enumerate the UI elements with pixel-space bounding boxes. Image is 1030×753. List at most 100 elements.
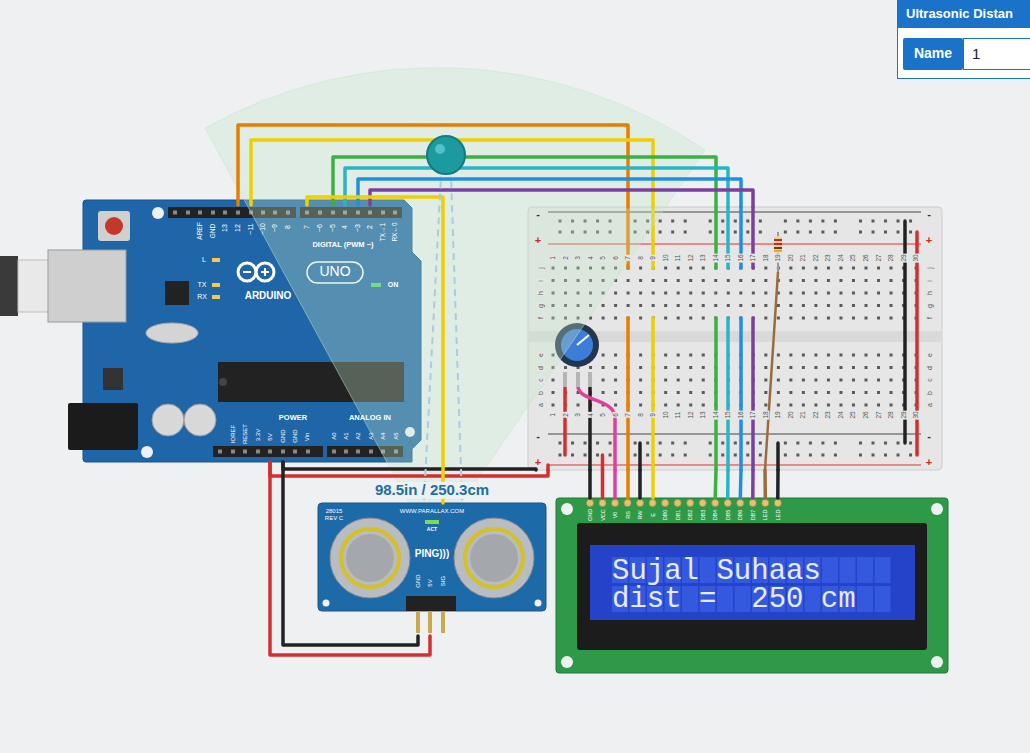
breadboard-label: 17 — [750, 410, 757, 419]
lcd-label: DB7 — [750, 510, 756, 521]
breadboard-label: + — [535, 456, 541, 468]
ultrasonic-sensor: 28015 REV CWWW.PARALLAX.COMACTPING)))GND… — [318, 503, 546, 636]
jumper-wire — [578, 386, 615, 470]
board-label: 8 — [284, 225, 292, 229]
lcd-label: V0 — [612, 512, 618, 519]
jumper-wire — [713, 470, 717, 498]
lcd-label: LED — [775, 510, 781, 521]
jumper-wire — [270, 462, 548, 476]
jumper-wire — [915, 232, 919, 455]
breadboard-label: - — [927, 208, 931, 220]
breadboard-label: 23 — [825, 410, 832, 419]
breadboard-label: 11 — [675, 411, 682, 420]
breadboard-holes — [552, 220, 918, 457]
logo-signs — [243, 268, 269, 276]
jumper-wire — [726, 470, 730, 498]
board-label: ~11 — [247, 223, 255, 234]
breadboard-label: g — [537, 303, 545, 309]
transducer — [454, 518, 534, 598]
lcd-label: DB5 — [725, 510, 731, 521]
jumper-wire — [601, 455, 605, 470]
board-label: ~3 — [354, 224, 362, 232]
breadboard-label: 25 — [850, 410, 857, 419]
breadboard-label: 4 — [587, 255, 594, 261]
jumper-wire — [333, 157, 716, 207]
breadboard-label: a — [537, 402, 545, 408]
mount-hole — [152, 207, 164, 219]
sensor-label: 5V — [427, 579, 434, 586]
breadboard-label: h — [537, 290, 545, 296]
breadboard-label: 14 — [712, 253, 719, 262]
resistor-band — [774, 247, 782, 249]
breadboard: -+-+-+-+12345678910111213141516171819202… — [528, 207, 942, 470]
panel-text: Name — [914, 46, 952, 61]
breadboard-label: 1 — [549, 412, 556, 418]
breadboard-label: 19 — [775, 253, 782, 262]
target-object — [427, 136, 465, 174]
board-label: RX — [197, 293, 207, 301]
jumper-wire — [739, 470, 743, 498]
breadboard-label: 26 — [862, 253, 869, 262]
breadboard-label: a — [926, 402, 934, 408]
sensor-label: SIG — [440, 576, 447, 586]
breadboard-label: 22 — [812, 410, 819, 419]
sensor-pin — [428, 611, 432, 633]
reset-button — [105, 217, 123, 235]
board-label: A2 — [355, 432, 362, 439]
transducer — [330, 518, 410, 598]
crystal — [146, 323, 198, 343]
breadboard-label: 17 — [750, 253, 757, 262]
board-label: ON — [388, 281, 399, 289]
lcd-pcb — [556, 498, 948, 673]
jumper-wire — [601, 470, 605, 498]
breadboard-label: - — [536, 430, 540, 442]
breadboard-label: 8 — [637, 255, 644, 261]
sensor-pcb — [318, 503, 546, 611]
breadboard-label: i — [537, 279, 545, 283]
breadboard-label: - — [536, 208, 540, 220]
jumper-wire — [763, 470, 767, 498]
power-jack — [68, 403, 138, 450]
lcd-label: DB1 — [675, 510, 681, 521]
lcd-label: DB3 — [700, 510, 706, 521]
breadboard-label: 24 — [837, 410, 844, 419]
capacitor — [184, 404, 216, 436]
breadboard-label: 2 — [562, 255, 569, 261]
breadboard-label: 23 — [825, 253, 832, 262]
pot-pin — [563, 372, 567, 387]
lcd-label: LED — [762, 510, 768, 521]
echo-line — [424, 176, 441, 500]
breadboard-label: 11 — [675, 254, 682, 263]
sensor-field — [205, 68, 705, 545]
board-label: 7 — [303, 225, 311, 229]
lcd-screen — [590, 545, 915, 620]
mount-hole — [141, 446, 153, 458]
breadboard-label: 28 — [887, 253, 894, 262]
jumper-wire — [345, 168, 728, 207]
breadboard-label: 13 — [700, 253, 707, 262]
board-label: 5V — [267, 433, 274, 440]
breadboard-label: f — [926, 316, 934, 320]
jumper-wire — [776, 443, 780, 470]
board-label: TX→1 — [379, 223, 386, 241]
lcd-label: dist = 250 cm — [612, 585, 856, 614]
board-label: DIGITAL (PWM ~) — [312, 241, 373, 249]
chip-notch — [219, 378, 227, 386]
jumper-wire — [714, 207, 718, 470]
breadboard-label: 12 — [687, 253, 694, 262]
board-label: L — [202, 256, 206, 264]
lcd-label: DB2 — [687, 510, 693, 521]
jumper-wire — [751, 207, 755, 470]
board-label: AREF — [196, 222, 203, 239]
echo-line — [451, 176, 462, 500]
board-label: A3 — [368, 432, 375, 439]
board-label: GND — [292, 429, 299, 442]
breadboard-label: 10 — [662, 410, 669, 419]
board-label: A0 — [331, 432, 338, 439]
breadboard-label: + — [535, 234, 541, 246]
breadboard-label: 19 — [775, 410, 782, 419]
regulator — [103, 368, 123, 390]
breadboard-label: 7 — [625, 412, 632, 418]
breadboard-label: 16 — [737, 253, 744, 262]
